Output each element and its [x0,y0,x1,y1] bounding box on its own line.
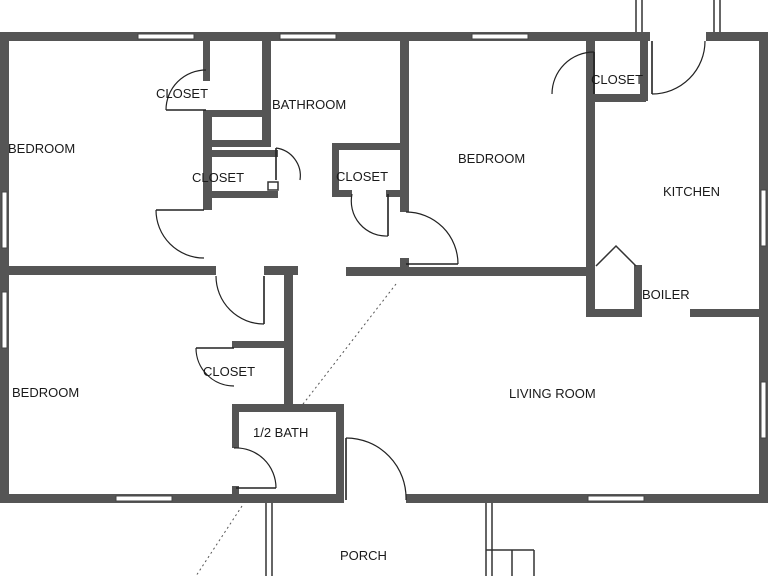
room-label-boiler: BOILER [642,287,690,302]
room-labels: BEDROOM CLOSET BATHROOM CLOSET CLOSET BE… [8,72,720,563]
room-label-closet-sw: CLOSET [203,364,255,379]
doors [155,31,706,504]
room-label-kitchen: KITCHEN [663,184,720,199]
room-label-closet-hall-left: CLOSET [192,170,244,185]
room-label-bedroom-north: BEDROOM [458,151,525,166]
exterior-posts [635,0,721,32]
room-label-closet-ne: CLOSET [591,72,643,87]
room-label-half-bath: 1/2 BATH [253,425,308,440]
interior-walls [0,41,768,501]
room-label-living-room: LIVING ROOM [509,386,596,401]
room-label-bathroom: BATHROOM [272,97,346,112]
room-label-bedroom-nw: BEDROOM [8,141,75,156]
room-label-closet-hall-right: CLOSET [336,169,388,184]
room-label-porch: PORCH [340,548,387,563]
windows [1,33,767,502]
sightline [195,283,397,576]
porch-structure [265,503,535,576]
room-label-bedroom-sw: BEDROOM [12,385,79,400]
room-label-closet-nw: CLOSET [156,86,208,101]
